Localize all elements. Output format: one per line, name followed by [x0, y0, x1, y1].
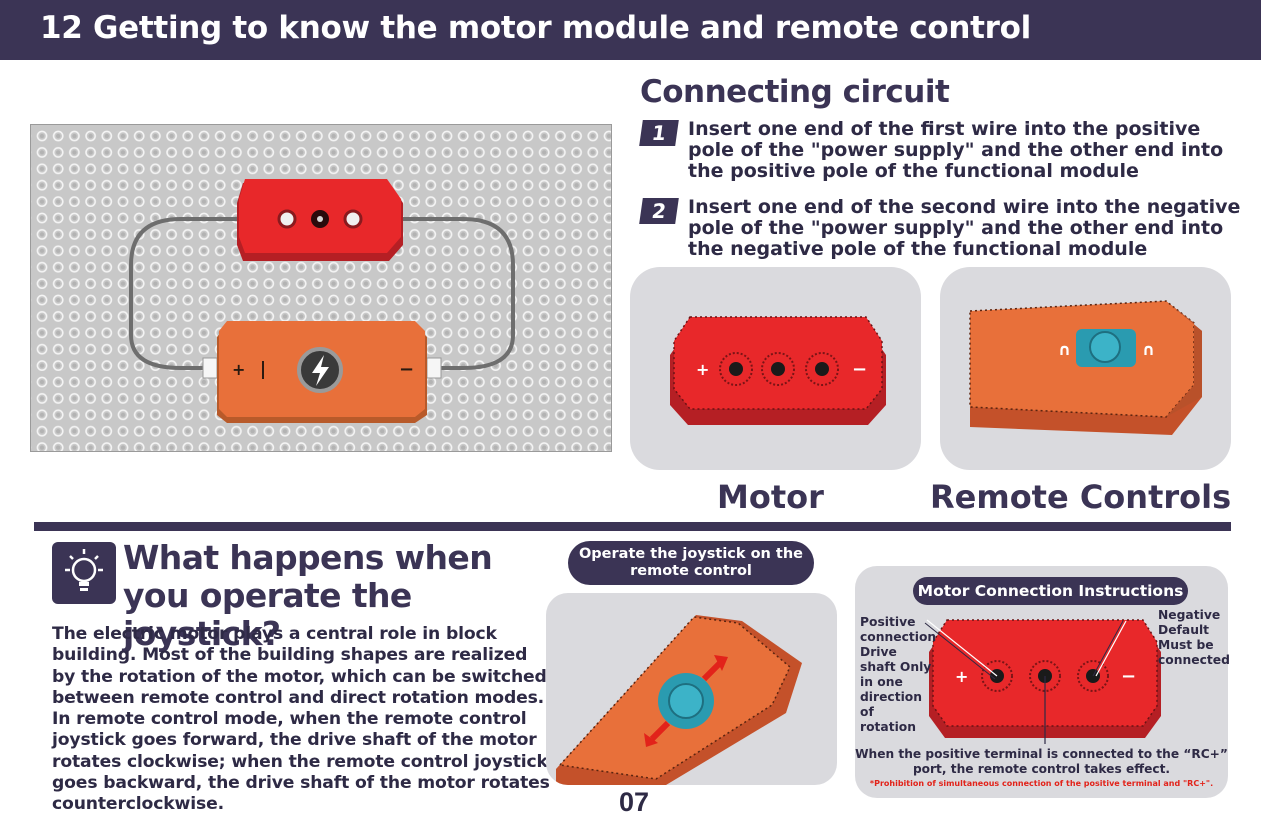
remote-illustration: ∩ ∩ [969, 300, 1202, 435]
motor-illustration: + − [670, 316, 886, 425]
joystick-pill: Operate the joystick on the remote contr… [568, 541, 814, 585]
page-number: 07 [619, 787, 650, 817]
connection-minus: − [1121, 666, 1136, 687]
prohibition-warning: *Prohibition of simultaneous connection … [869, 779, 1214, 788]
step-2-badge: 2 [639, 198, 679, 224]
negative-connection-label: Negative Default Must be connected [1158, 608, 1230, 667]
joystick-illustration [556, 615, 802, 785]
positive-connection-label: Positive connection Drive shaft Only in … [860, 615, 937, 734]
lightbulb-icon [52, 542, 116, 604]
connection-plus: + [955, 667, 968, 686]
rotation-arrow-icon [701, 660, 723, 682]
motor-connection-diagram: + − [924, 619, 1161, 744]
header-bar: 12 Getting to know the motor module and … [0, 0, 1261, 60]
baseplate-illustration: + − [30, 124, 612, 452]
section-divider [34, 522, 1231, 531]
board-motor-module [237, 179, 403, 261]
remote-controls-label: Remote Controls [930, 478, 1232, 516]
step-2-text: Insert one end of the second wire into t… [688, 196, 1241, 260]
joystick-icon [668, 683, 704, 719]
wiring-diagram: + − [31, 125, 611, 451]
battery-minus: − [399, 359, 414, 380]
board-battery-box: + − [202, 321, 442, 423]
joystick-icon [1089, 331, 1121, 363]
motor-label: Motor [717, 478, 824, 516]
connecting-circuit-title: Connecting circuit [640, 74, 950, 110]
lightning-icon [312, 355, 329, 386]
motor-minus: − [852, 359, 867, 380]
svg-text:∩: ∩ [1058, 340, 1071, 359]
rc-port-note: When the positive terminal is connected … [855, 747, 1228, 776]
motor-plus: + [696, 360, 709, 379]
motor-connection-pill: Motor Connection Instructions [913, 577, 1188, 605]
question-title: What happens when you operate the joysti… [123, 538, 493, 653]
step-1-badge: 1 [639, 120, 679, 146]
page-title: 12 Getting to know the motor module and … [40, 10, 1031, 46]
joystick-illustration-card [546, 593, 837, 785]
remote-photo-card: ∩ ∩ [940, 267, 1231, 470]
question-body: The electric motor plays a central role … [52, 624, 550, 815]
step-1-text: Insert one end of the first wire into th… [688, 118, 1224, 182]
battery-plus: + [232, 360, 245, 379]
motor-photo-card: + − [630, 267, 921, 470]
svg-text:∩: ∩ [1142, 340, 1155, 359]
rotation-arrow-icon [649, 720, 671, 742]
